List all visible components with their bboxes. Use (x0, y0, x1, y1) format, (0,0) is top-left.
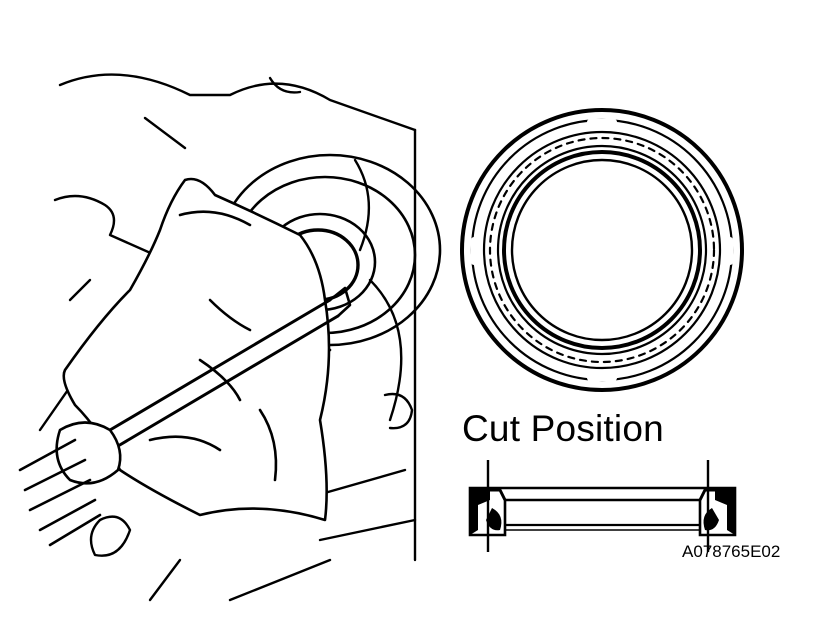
screwdriver (18, 286, 352, 547)
oil-seal-cross-section (468, 460, 737, 552)
shop-rag (62, 177, 331, 522)
figure-code: A078765E02 (682, 542, 781, 561)
oil-seal-front-view (460, 108, 744, 392)
cut-position-label: Cut Position (462, 408, 664, 449)
